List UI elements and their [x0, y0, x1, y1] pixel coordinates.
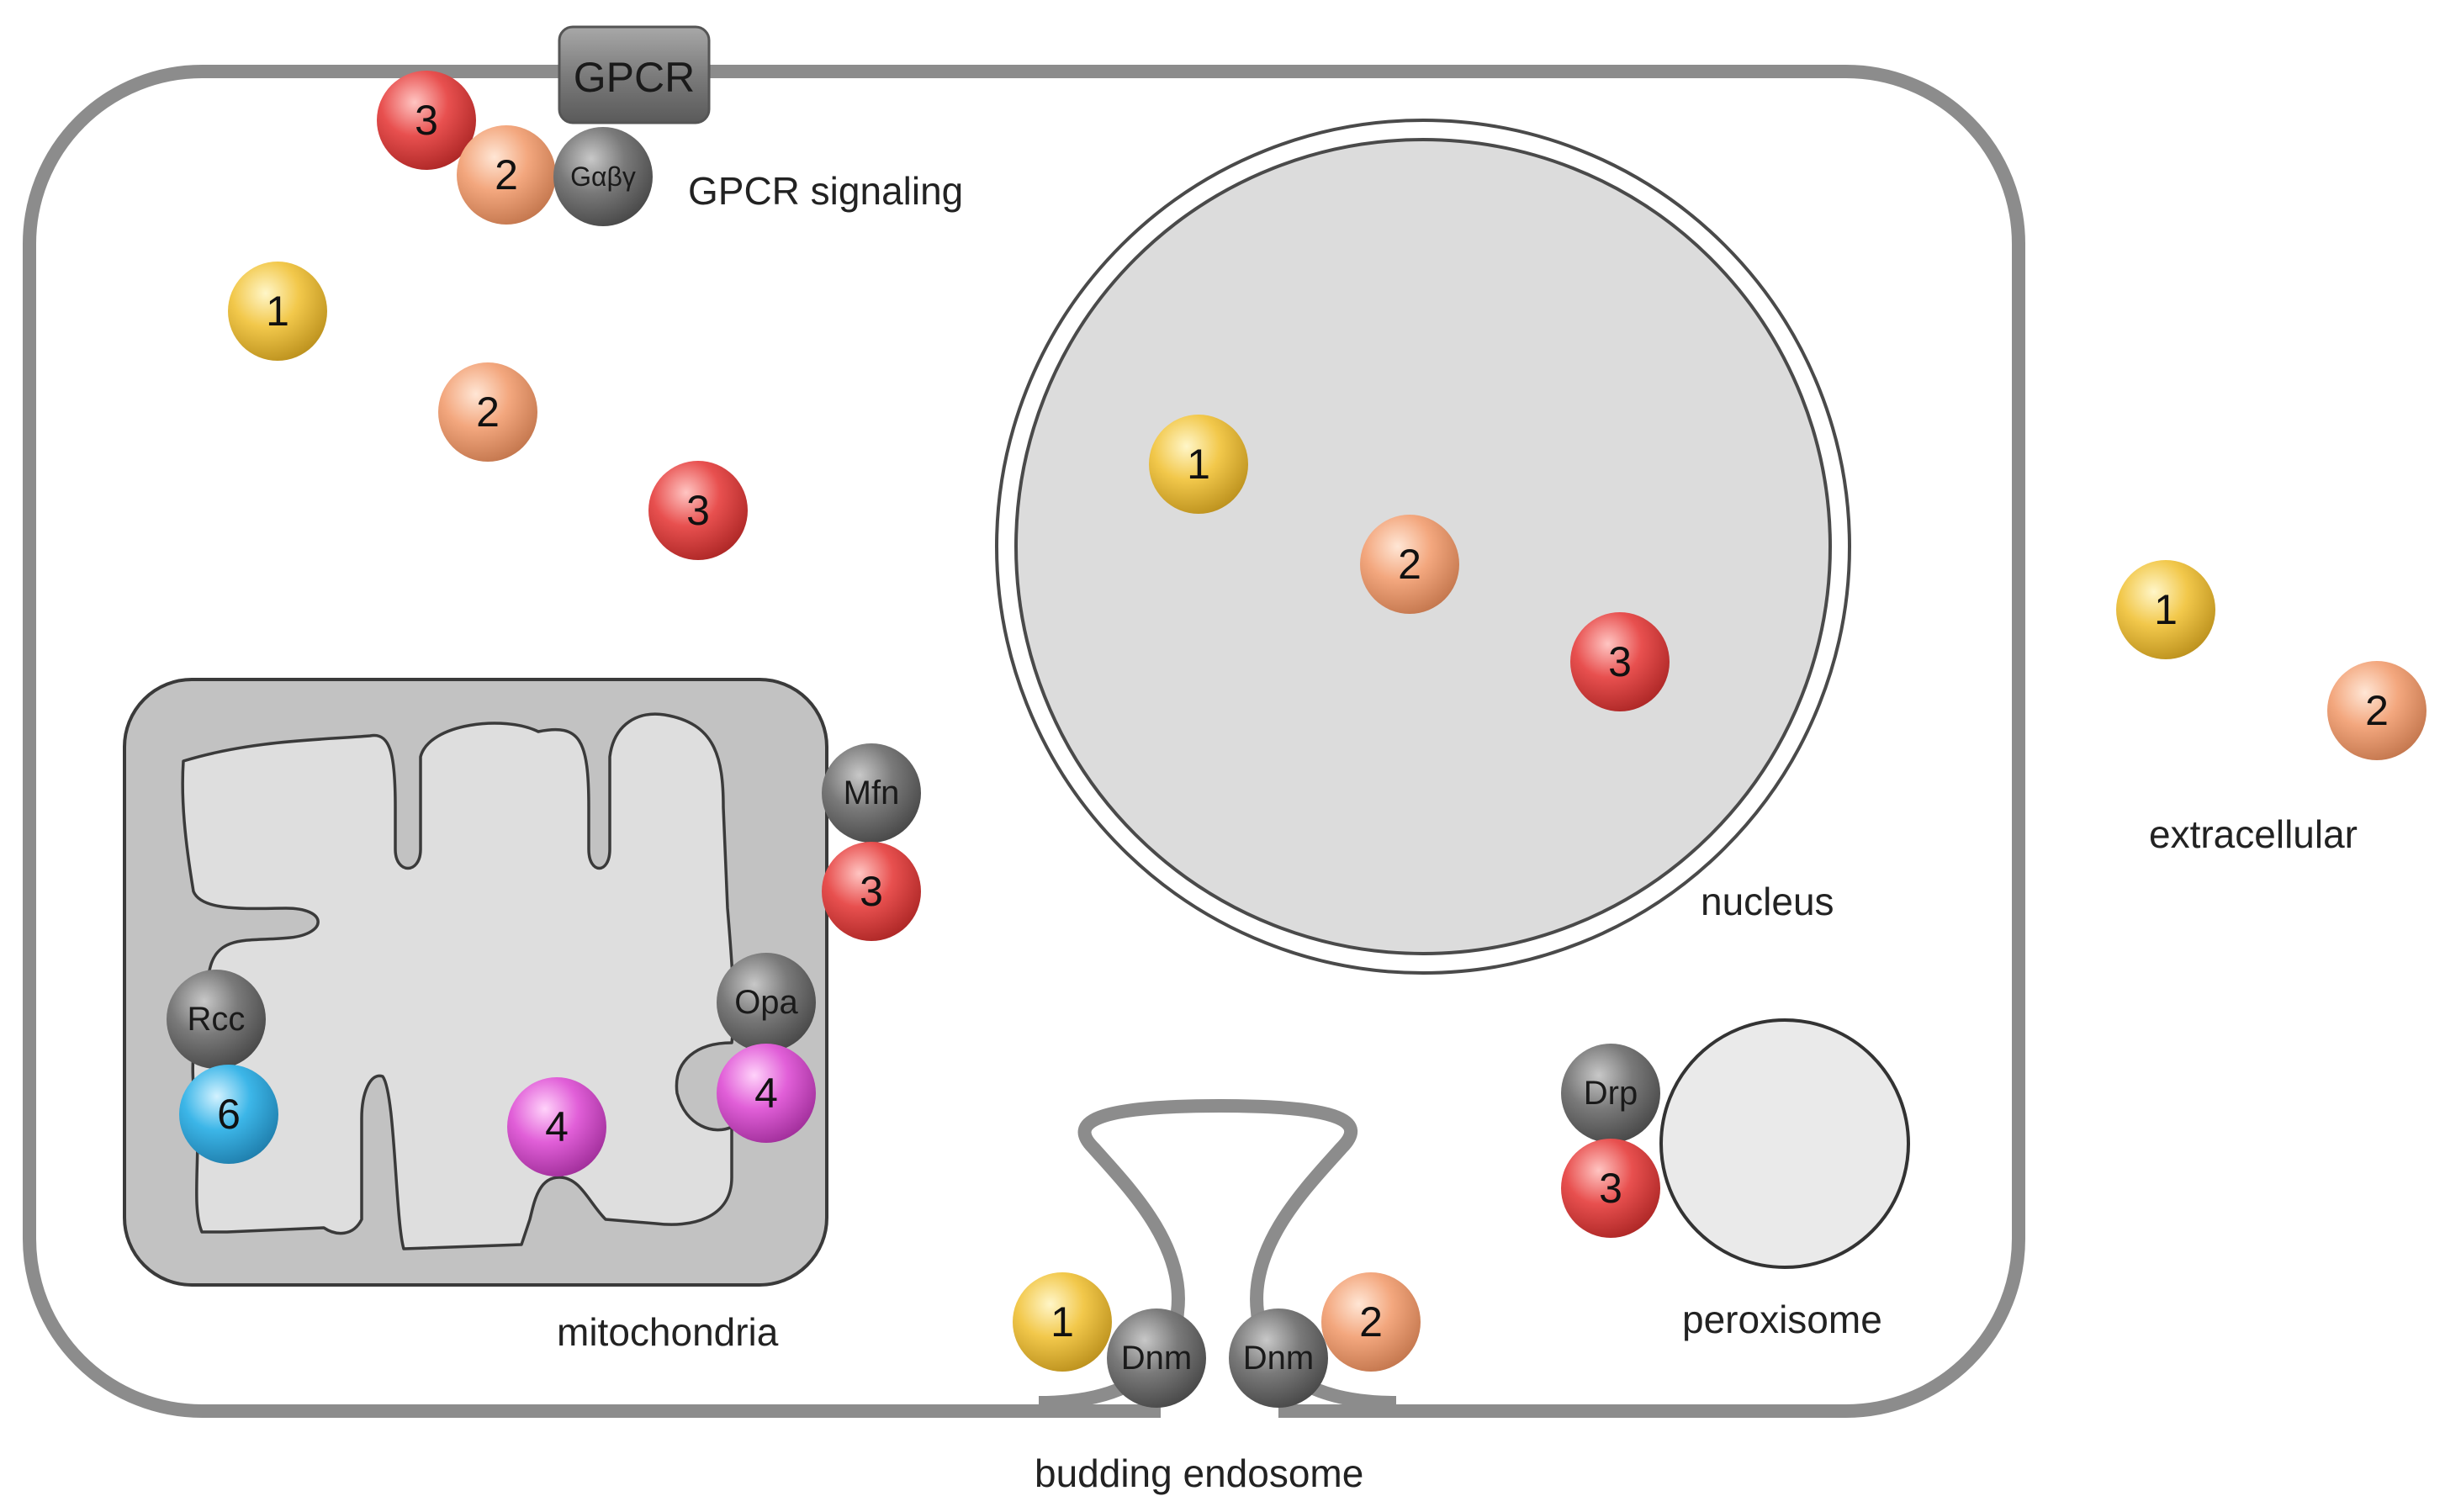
- g-protein-ball: Gαβγ: [553, 127, 653, 226]
- isoform-1-ball-cytoplasm: 1: [228, 262, 327, 361]
- isoform-4-ball-opa: 4: [717, 1044, 816, 1143]
- isoform-1-ball-nucleus: 1: [1149, 415, 1248, 514]
- budding-endosome-membrane: [1038, 1098, 1397, 1409]
- label-gpcr-signaling: GPCR signaling: [688, 169, 963, 213]
- mfn-ball: Mfn: [822, 743, 921, 843]
- g-protein-label: Gαβγ: [570, 161, 636, 192]
- dnm-left-label: Dnm: [1121, 1340, 1192, 1377]
- label-budding-endosome: budding endosome: [1035, 1451, 1363, 1495]
- isoform-1-ball-extracellular: 1: [2116, 560, 2215, 659]
- isoform-2-ball-endosome: 2: [1321, 1272, 1421, 1372]
- isoform-3-number: 3: [686, 487, 710, 534]
- isoform-1-number: 1: [266, 288, 289, 335]
- isoform-3-ball-nucleus: 3: [1570, 612, 1670, 711]
- isoform-6-number: 6: [217, 1091, 241, 1138]
- dnm-ball-left: Dnm: [1107, 1308, 1206, 1408]
- isoform-2-number: 2: [476, 389, 500, 436]
- drp-ball: Drp: [1561, 1044, 1660, 1143]
- gpcr-receptor: GPCR: [558, 25, 711, 124]
- mitochondria-inner-membrane: [181, 712, 735, 1250]
- rcc-ball: Rcc: [167, 970, 266, 1069]
- gpcr-label: GPCR: [574, 54, 695, 101]
- isoform-1-number: 1: [1187, 441, 1210, 488]
- isoform-3-number: 3: [860, 868, 883, 915]
- isoform-2-number: 2: [1359, 1298, 1383, 1345]
- opa-label: Opa: [734, 984, 798, 1021]
- isoform-2-number: 2: [1398, 541, 1421, 588]
- peroxisome: [1659, 1018, 1910, 1269]
- isoform-1-number: 1: [1051, 1298, 1074, 1345]
- isoform-3-ball-gpcr: 3: [377, 71, 476, 170]
- isoform-3-ball-cytoplasm: 3: [648, 461, 748, 560]
- isoform-2-ball-gpcr: 2: [457, 125, 556, 225]
- opa-ball: Opa: [717, 953, 816, 1052]
- label-nucleus: nucleus: [1701, 880, 1834, 923]
- dnm-right-label: Dnm: [1243, 1340, 1314, 1377]
- isoform-1-number: 1: [2154, 586, 2178, 633]
- isoform-3-number: 3: [1608, 638, 1632, 685]
- drp-label: Drp: [1584, 1075, 1638, 1112]
- dnm-ball-right: Dnm: [1229, 1308, 1328, 1408]
- isoform-2-number: 2: [495, 151, 518, 198]
- isoform-3-number: 3: [415, 97, 438, 144]
- mfn-label: Mfn: [844, 775, 900, 812]
- isoform-1-ball-endosome: 1: [1013, 1272, 1112, 1372]
- rcc-label: Rcc: [188, 1001, 246, 1038]
- isoform-4-number: 4: [545, 1103, 569, 1150]
- isoform-2-ball-cytoplasm: 2: [438, 362, 537, 462]
- label-peroxisome: peroxisome: [1682, 1298, 1882, 1341]
- isoform-3-ball-mitochondria: 3: [822, 842, 921, 941]
- isoform-2-ball-nucleus: 2: [1360, 515, 1459, 614]
- isoform-3-ball-peroxisome: 3: [1561, 1139, 1660, 1238]
- isoform-4-ball-inner: 4: [507, 1077, 606, 1176]
- label-extracellular: extracellular: [2149, 812, 2358, 856]
- isoform-2-number: 2: [2365, 687, 2389, 734]
- isoform-4-number: 4: [754, 1070, 778, 1117]
- isoform-3-number: 3: [1599, 1165, 1622, 1212]
- isoform-6-ball: 6: [179, 1065, 278, 1164]
- label-mitochondria: mitochondria: [557, 1310, 779, 1354]
- isoform-2-ball-extracellular: 2: [2327, 661, 2426, 760]
